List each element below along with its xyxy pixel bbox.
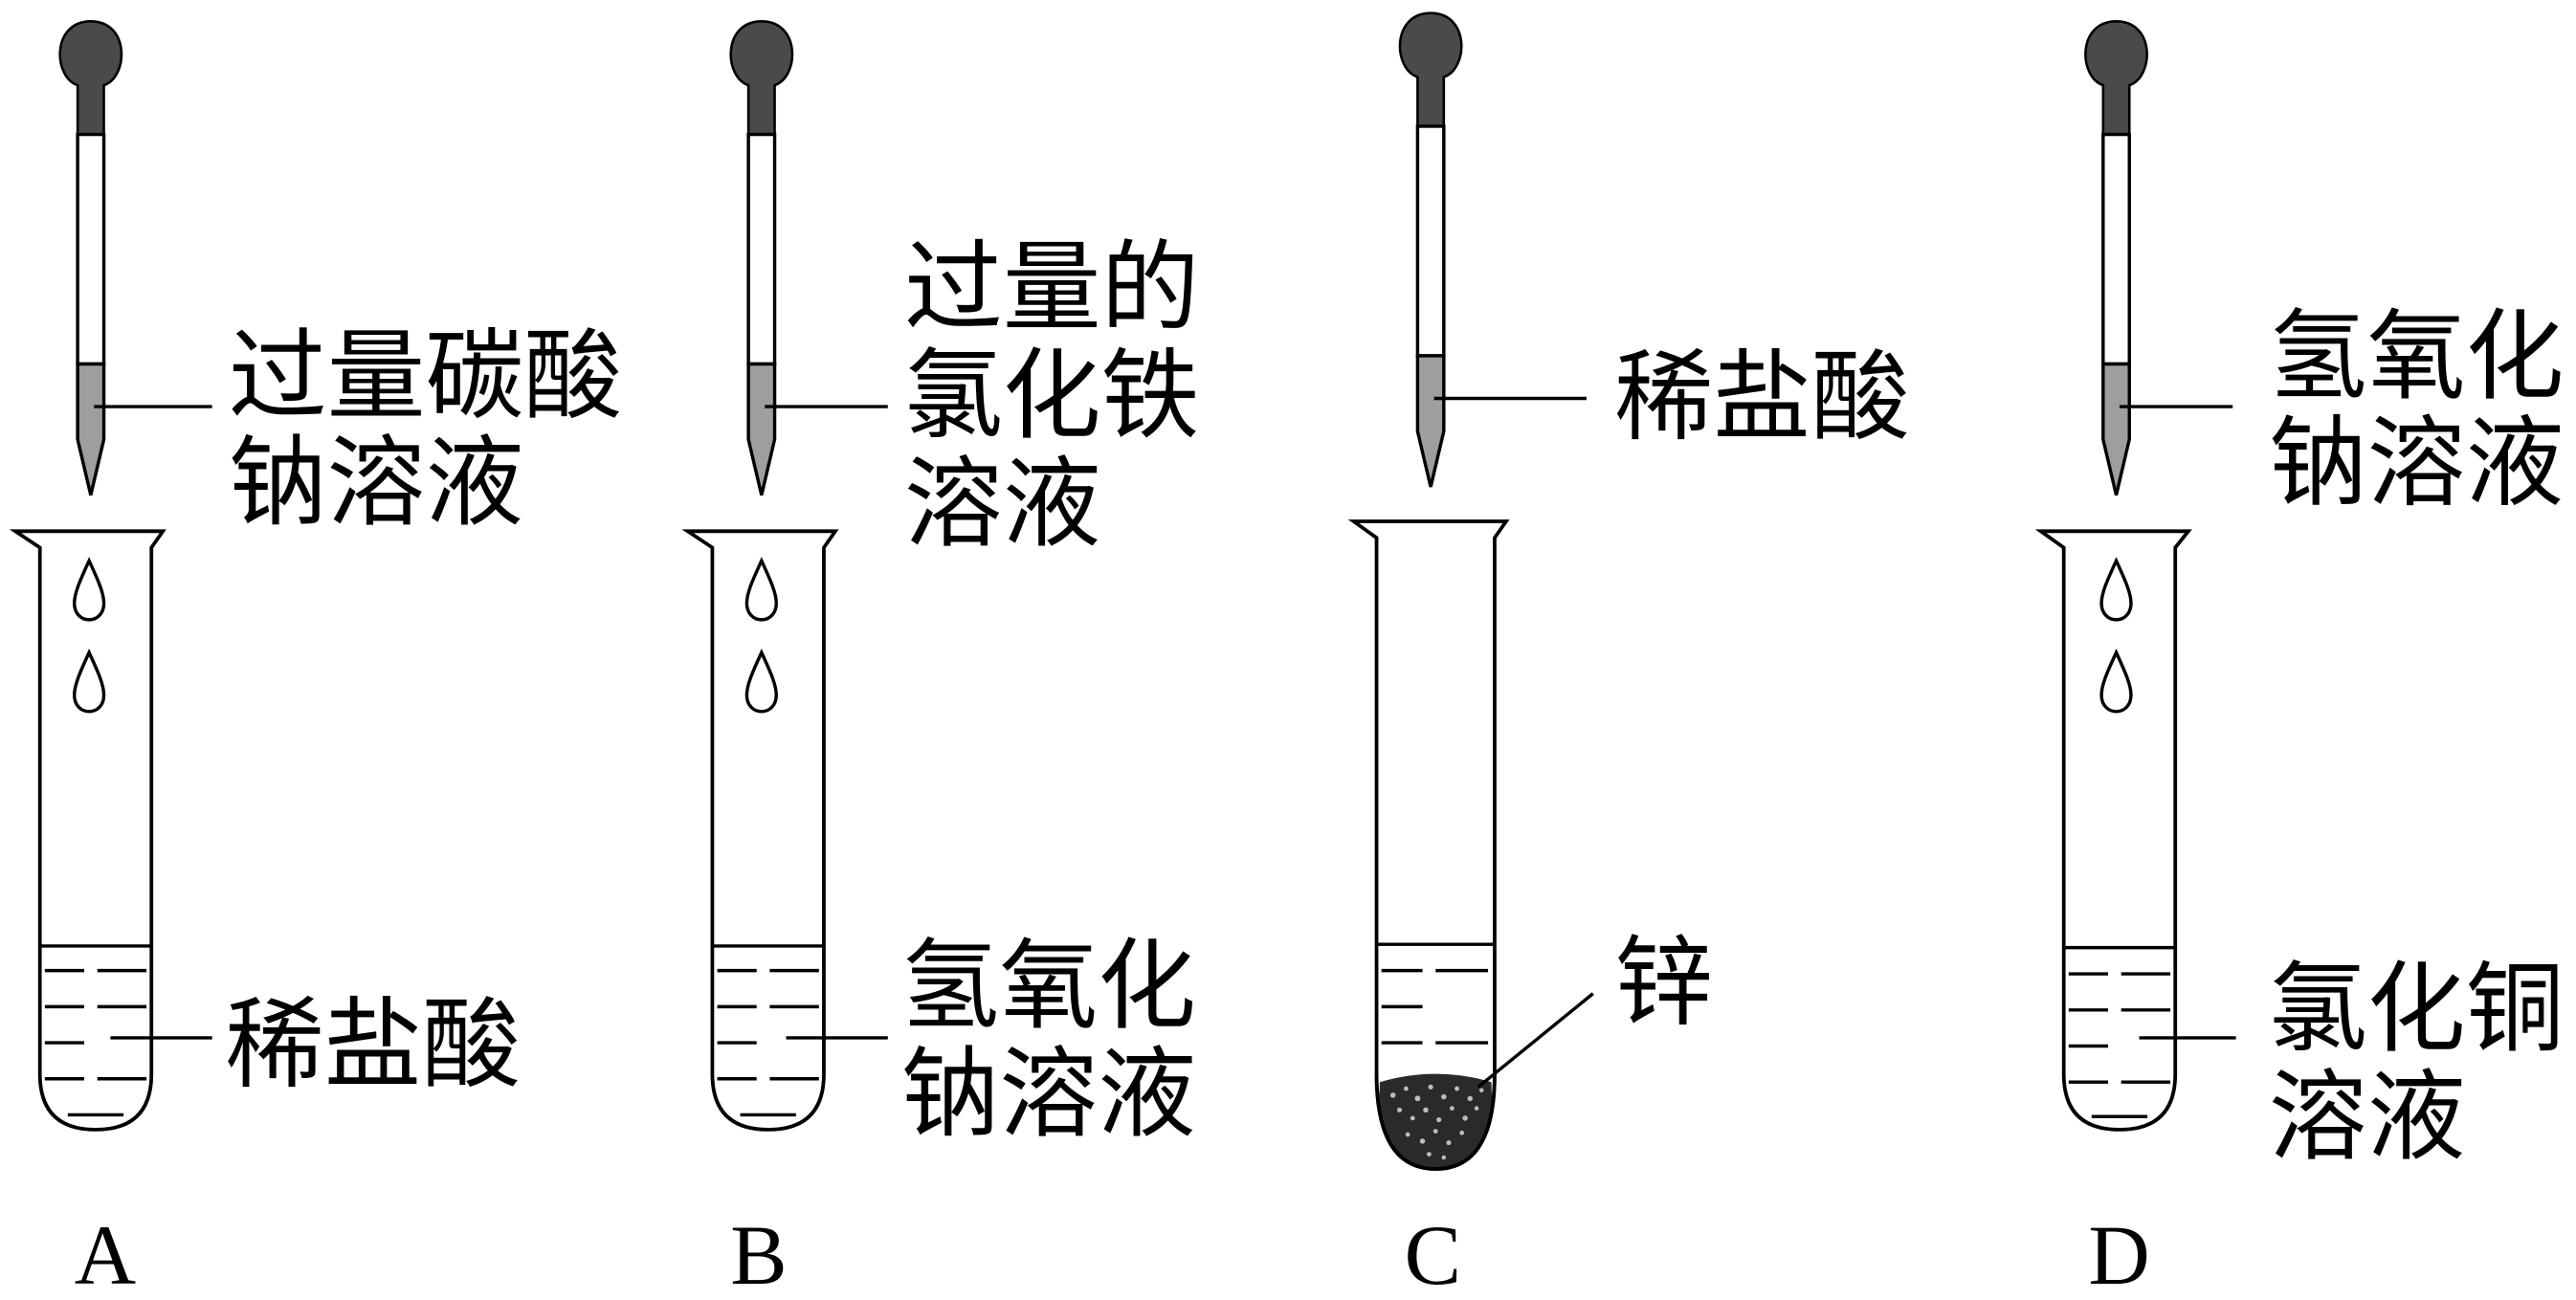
dropper-tube-d [2101, 132, 2131, 366]
tube-d [2034, 529, 2192, 1132]
drop-b-1 [744, 557, 778, 622]
drop-b-2 [744, 649, 778, 714]
tube-c-bottom-outline [1374, 1073, 1497, 1171]
panel-a: 过量碳酸 钠溶液 稀盐酸 A [9, 19, 622, 1300]
dropper-label-c: 稀盐酸 [1614, 342, 1909, 455]
drop-a-2 [72, 649, 106, 714]
dropper-label-d-line2: 钠溶液 [2269, 407, 2564, 520]
dropper-a [58, 19, 123, 496]
dropper-label-b-line2: 氯化铁 [904, 340, 1199, 453]
tube-label-d-line2: 溶液 [2269, 1061, 2466, 1175]
panel-letter-a: A [75, 1209, 136, 1295]
dropper-label-b-line3: 溶液 [904, 448, 1101, 562]
dropper-label-d-line1: 氢氧化 [2269, 300, 2564, 414]
tube-b [681, 529, 839, 1132]
dropper-liquid-a [76, 362, 106, 496]
drop-d-2 [2099, 649, 2133, 714]
dropper-liquid-c [1415, 354, 1446, 488]
tube-label-d-line1: 氯化铜 [2269, 953, 2564, 1067]
dropper-tube-c [1415, 124, 1446, 358]
dropper-tube-b [746, 132, 777, 366]
dropper-bulb-a [58, 19, 123, 136]
panel-letter-b: B [730, 1209, 787, 1295]
dropper-d [2084, 19, 2148, 496]
zinc-label-c: 锌 [1614, 927, 1713, 1041]
tube-c [1347, 519, 1510, 1171]
dropper-bulb-b [729, 19, 794, 136]
liquid-lines-b [717, 968, 819, 1117]
drop-d-1 [2099, 557, 2133, 622]
panel-c: 稀盐酸 锌 C [1347, 11, 1910, 1300]
dropper-label-a-line2: 钠溶液 [229, 427, 523, 540]
dropper-label-b-line1: 过量的 [904, 231, 1199, 345]
tube-a [9, 529, 167, 1132]
tube-label-b-line2: 钠溶液 [901, 1038, 1196, 1152]
dropper-label-a-line1: 过量碳酸 [229, 319, 622, 433]
panel-d: 氢氧化 钠溶液 氯化铜 溶液 D [2034, 19, 2564, 1300]
tube-label-a: 稀盐酸 [225, 989, 520, 1103]
liquid-lines-a [44, 968, 147, 1117]
dropper-bulb-c [1398, 11, 1463, 128]
dropper-liquid-d [2101, 362, 2131, 496]
tube-label-b-line1: 氢氧化 [901, 930, 1196, 1044]
panel-letter-d: D [2088, 1209, 2149, 1295]
zinc-granules [1376, 1073, 1495, 1170]
dropper-b [729, 19, 794, 496]
dropper-tube-a [76, 132, 106, 366]
liquid-lines-c [1381, 968, 1489, 1045]
dropper-bulb-d [2084, 19, 2148, 136]
dropper-c [1398, 11, 1463, 488]
drop-a-1 [72, 557, 106, 622]
leader-zinc-c [1477, 992, 1594, 1089]
liquid-lines-d [2068, 972, 2171, 1118]
dropper-liquid-b [746, 362, 777, 496]
panel-b: 过量的 氯化铁 溶液 氢氧化 钠溶液 B [681, 19, 1199, 1300]
panel-letter-c: C [1405, 1209, 1461, 1295]
